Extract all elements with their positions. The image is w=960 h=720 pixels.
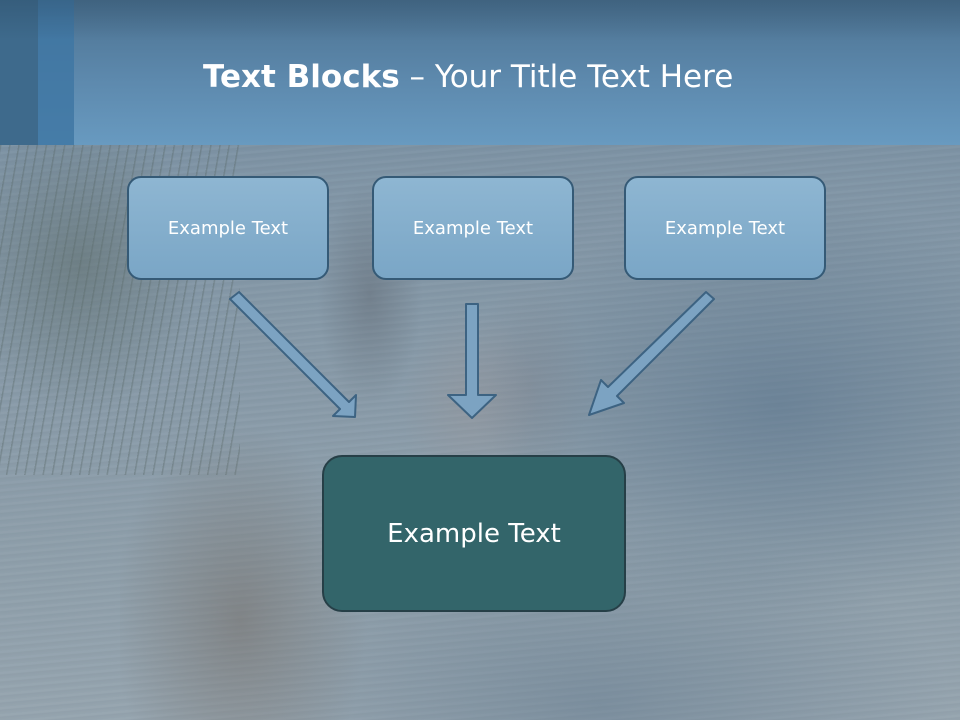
header-shade: [0, 0, 960, 40]
text-block-center[interactable]: Example Text: [372, 176, 574, 280]
arrow-down-icon: [447, 303, 497, 419]
header-band: [0, 0, 960, 145]
arrow-down-left-icon: [588, 291, 715, 416]
header-accent-strip: [38, 0, 74, 145]
text-block-right-label: Example Text: [664, 217, 786, 239]
title-bold-text: Text Blocks: [203, 59, 400, 95]
text-block-right[interactable]: Example Text: [624, 176, 826, 280]
text-block-left[interactable]: Example Text: [127, 176, 329, 280]
slide-title: Text Blocks – Your Title Text Here: [203, 55, 733, 99]
title-rest-text: Your Title Text Here: [434, 59, 734, 95]
text-block-bottom-label: Example Text: [387, 518, 561, 549]
text-block-center-label: Example Text: [412, 217, 534, 239]
arrow-down-right-icon: [229, 291, 357, 418]
text-block-bottom[interactable]: Example Text: [322, 455, 626, 612]
text-block-left-label: Example Text: [167, 217, 289, 239]
header-accent-strip-dark: [0, 0, 38, 145]
title-dash: –: [399, 59, 435, 95]
